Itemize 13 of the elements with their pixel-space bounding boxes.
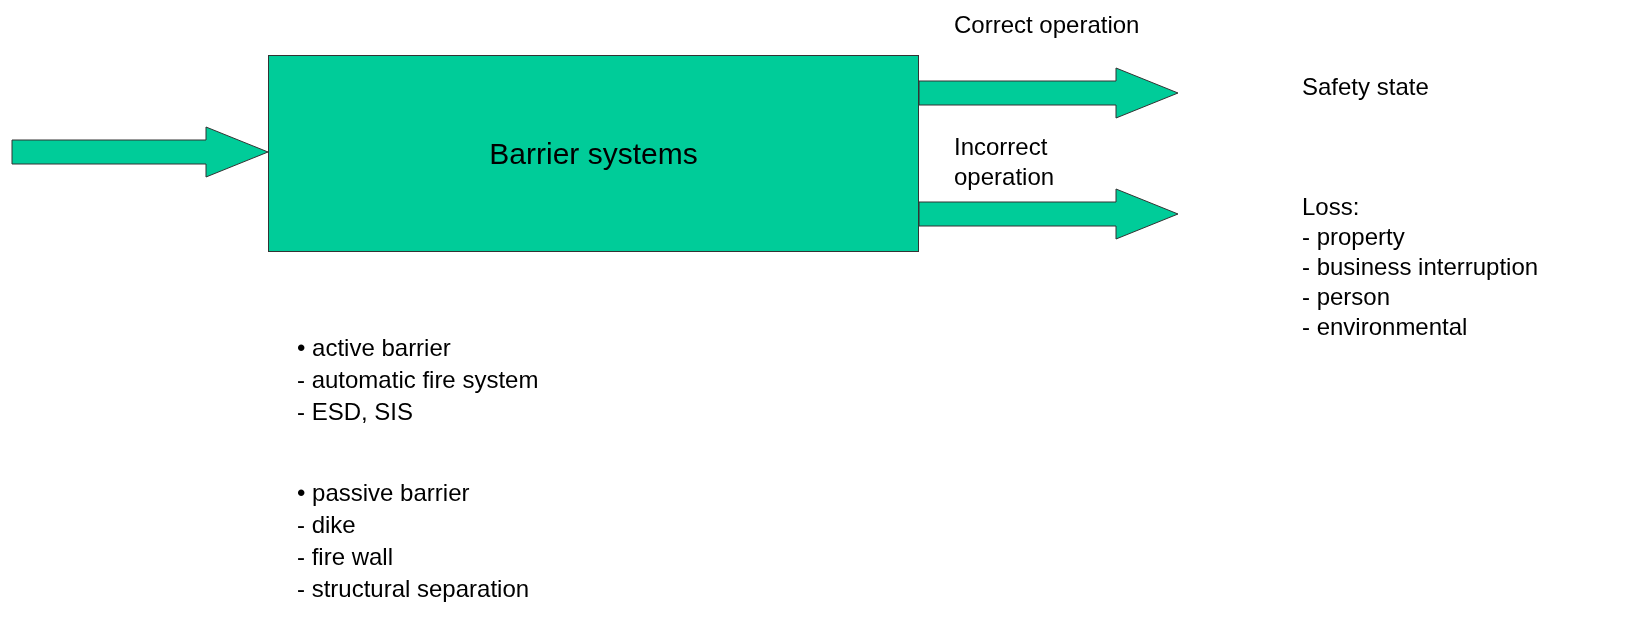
outcome-text: Loss: - property - business interruption - person - environmental — [1302, 192, 1627, 342]
list-item-text: - ESD, SIS — [297, 397, 414, 427]
list-item-text: - structural separation — [297, 574, 530, 604]
process-box: Barrier systems — [268, 55, 919, 252]
outcome-text: Safety state — [1302, 72, 1442, 102]
list-item-text: • passive barrier — [297, 478, 470, 508]
list-item-text: - automatic fire system — [297, 365, 539, 395]
list-item-text: - fire wall — [297, 542, 393, 572]
block-arrow — [11, 126, 269, 178]
block-arrow — [918, 188, 1179, 240]
list-item-text: • active barrier — [297, 333, 451, 363]
list-item-text: - dike — [297, 510, 356, 540]
block-arrow — [918, 67, 1179, 119]
